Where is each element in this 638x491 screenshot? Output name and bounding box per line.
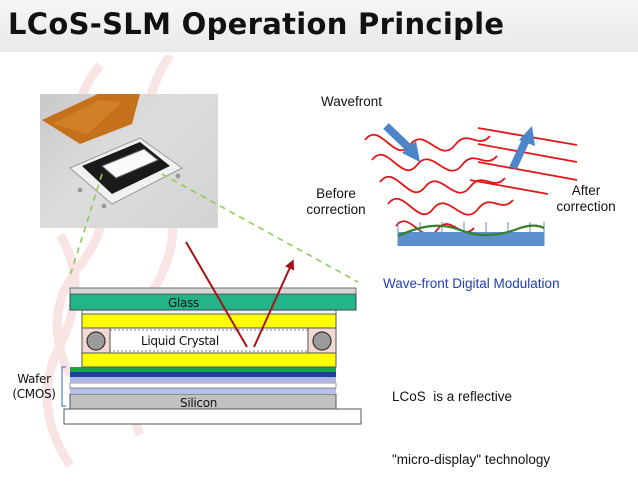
liquid-crystal-layer xyxy=(81,327,337,354)
lcos-description: LCoS is a reflective "micro-display" tec… xyxy=(392,389,551,467)
liquid-crystal-label: Liquid Crystal xyxy=(141,334,219,348)
glass-label: Glass xyxy=(168,296,199,310)
incident-arrow xyxy=(383,123,420,162)
after-correction-label: After correction xyxy=(556,183,616,214)
wafer-top-stripe xyxy=(70,367,336,372)
wavefront-caption: Wave-front Digital Modulation xyxy=(383,276,560,291)
before-correction-label: Before correction xyxy=(306,186,366,217)
spacer-ball-left xyxy=(86,331,106,351)
wafer-label: Wafer (CMOS) xyxy=(12,372,56,401)
incident-light-ray xyxy=(185,241,248,348)
diagram-canvas xyxy=(61,123,578,425)
chip-display-window xyxy=(101,148,159,179)
slide-title: LCoS-SLM Operation Principle xyxy=(8,7,505,41)
incoming-distorted-waves xyxy=(364,133,514,236)
reflected-light-ray xyxy=(253,259,295,348)
correction-profile-curve xyxy=(397,224,545,238)
lcos-cross-section xyxy=(61,287,362,425)
wavefront-label: Wavefront xyxy=(321,94,383,109)
dashed-line-right xyxy=(161,173,359,283)
lcos-chip-photo xyxy=(40,94,218,228)
wavefront-diagram xyxy=(364,123,578,246)
title-bar xyxy=(0,0,638,52)
dashed-line-left xyxy=(69,173,103,277)
wafer-bracket xyxy=(61,366,66,407)
glass-layer xyxy=(69,293,357,311)
silicon-label: Silicon xyxy=(180,396,218,410)
lc-alignment-top xyxy=(81,313,337,329)
lc-alignment-bottom xyxy=(81,352,337,368)
wafer-stripe xyxy=(70,388,336,394)
substrate-layer xyxy=(63,408,362,425)
reflected-arrow xyxy=(509,126,535,170)
spacer-ball-right xyxy=(312,331,332,351)
